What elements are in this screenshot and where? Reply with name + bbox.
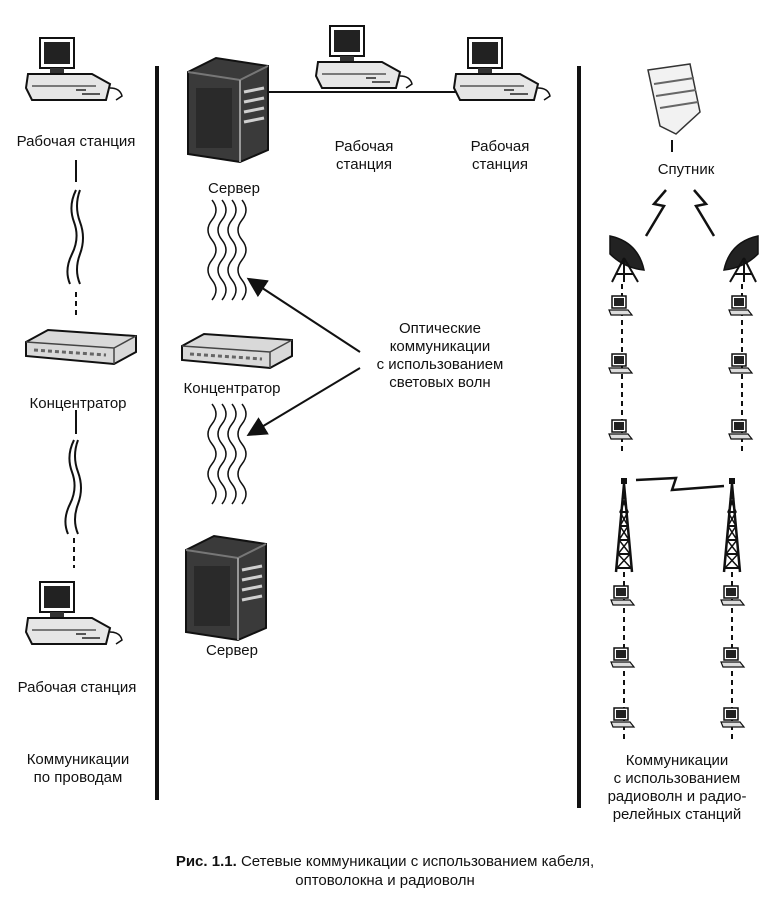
terminal-icon (720, 707, 745, 728)
optical-note-line3: с использованием (376, 356, 504, 373)
fiber-upper-icon (207, 199, 247, 301)
radio-link-right (693, 189, 716, 237)
wired-title-line1: Коммуникации (26, 751, 130, 768)
terminal-icon (608, 419, 633, 440)
station-b-line1: Рабочая (470, 138, 530, 155)
station-a-line2: станция (336, 156, 392, 173)
radio-title-line3: радиоволн и радио- (607, 788, 747, 805)
arrow-lower (246, 367, 361, 437)
dish-left-icon (609, 235, 645, 283)
station-b-line2: станция (472, 156, 528, 173)
terminal-icon (720, 647, 745, 668)
terminal-icon (608, 353, 633, 374)
wired-cable-top (66, 160, 84, 318)
wired-title-line2: по проводам (33, 769, 123, 786)
server-top-icon (186, 56, 270, 164)
station-a-line1: Рабочая (334, 138, 394, 155)
dish-right-icon (723, 235, 759, 283)
terminal-icon (610, 707, 635, 728)
radio-title-line4: релейных станций (612, 806, 742, 823)
terminal-icon (728, 295, 753, 316)
tower-left-icon (614, 476, 634, 574)
arrow-upper (246, 277, 361, 353)
server-bottom-icon (184, 534, 268, 642)
wired-hub-label: Концентратор (29, 395, 127, 412)
optical-note-line4: световых волн (389, 374, 491, 391)
terminal-icon (608, 295, 633, 316)
terminal-icon (728, 353, 753, 374)
optical-note-line1: Оптические (399, 320, 481, 337)
hub-center-icon (180, 332, 294, 370)
fiber-lower-icon (207, 403, 247, 505)
wired-cable-bottom (64, 410, 82, 568)
terminal-icon (610, 647, 635, 668)
wired-bottom-station-label: Рабочая станция (17, 679, 137, 696)
workstation-b-icon (453, 37, 551, 101)
relay-link (635, 476, 725, 492)
satellite-icon (647, 63, 701, 152)
workstation-top-icon (25, 37, 123, 101)
radio-title-line2: с использованием (613, 770, 741, 787)
hub-left-icon (24, 328, 138, 366)
tower-right-icon (722, 476, 742, 574)
terminal-icon (610, 585, 635, 606)
terminal-icon (720, 585, 745, 606)
workstation-bottom-icon (25, 581, 123, 645)
hub-center-label: Концентратор (183, 380, 281, 397)
server-bottom-label: Сервер (205, 642, 258, 659)
satellite-label: Спутник (657, 161, 715, 178)
figure-caption-line2: оптоволокна и радиоволн (295, 872, 475, 889)
radio-title-line1: Коммуникации (625, 752, 729, 769)
workstation-a-icon (315, 25, 413, 89)
radio-link-left (644, 189, 667, 237)
terminal-icon (728, 419, 753, 440)
figure-caption-text: Сетевые коммуникации с использованием ка… (240, 853, 595, 870)
optical-note-line2: коммуникации (389, 338, 491, 355)
figure-number: Рис. 1.1. (175, 853, 237, 870)
server-top-label: Сервер (207, 180, 260, 197)
figure-caption-line1: Рис. 1.1. Сетевые коммуникации с использ… (0, 852, 770, 871)
wired-top-station-label: Рабочая станция (16, 133, 136, 150)
